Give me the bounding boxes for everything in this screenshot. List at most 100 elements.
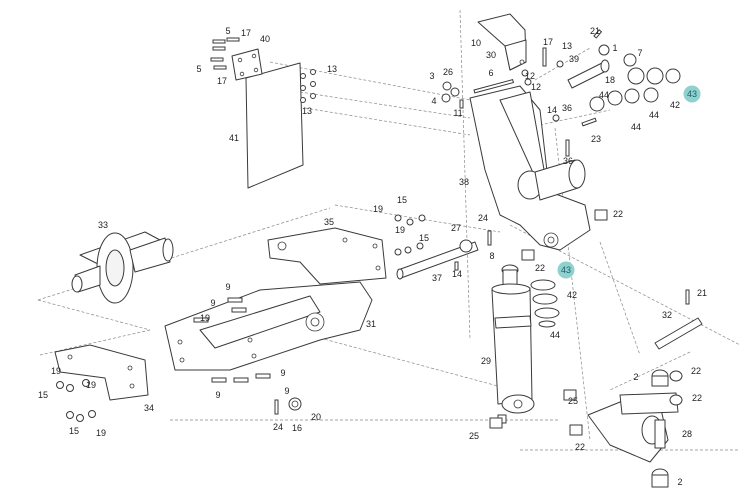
callout-22: 22 bbox=[575, 442, 585, 452]
callout-19: 19 bbox=[86, 380, 96, 390]
callout-37: 37 bbox=[432, 273, 442, 283]
callout-20: 20 bbox=[311, 412, 321, 422]
callout-14: 14 bbox=[547, 105, 557, 115]
callout-2: 2 bbox=[677, 477, 682, 487]
washers-lower bbox=[274, 397, 302, 415]
highlight-badge bbox=[557, 261, 575, 279]
callout-17: 17 bbox=[217, 76, 227, 86]
callout-40: 40 bbox=[260, 34, 270, 44]
callout-22: 22 bbox=[535, 263, 545, 273]
callout-9: 9 bbox=[284, 386, 289, 396]
callout-19: 19 bbox=[96, 428, 106, 438]
callout-25: 25 bbox=[568, 396, 578, 406]
callout-35: 35 bbox=[324, 217, 334, 227]
callout-44: 44 bbox=[631, 122, 641, 132]
callout-19: 19 bbox=[373, 204, 383, 214]
wheel-hub bbox=[71, 231, 174, 304]
long-pin bbox=[394, 214, 492, 280]
callout-5: 5 bbox=[225, 26, 230, 36]
callout-44: 44 bbox=[649, 110, 659, 120]
callout-9: 9 bbox=[215, 390, 220, 400]
callout-36: 36 bbox=[562, 103, 572, 113]
callout-39: 39 bbox=[569, 54, 579, 64]
callout-38: 38 bbox=[459, 177, 469, 187]
callout-32: 32 bbox=[662, 310, 672, 320]
callout-4: 4 bbox=[431, 96, 436, 106]
callout-8: 8 bbox=[489, 251, 494, 261]
callout-22: 22 bbox=[691, 366, 701, 376]
callout-11: 11 bbox=[453, 108, 462, 118]
callout-24: 24 bbox=[273, 422, 283, 432]
callout-13: 13 bbox=[562, 41, 572, 51]
highlighted-callout-43[interactable]: 43 bbox=[683, 85, 701, 103]
callout-34: 34 bbox=[144, 403, 154, 413]
swing-arm bbox=[164, 281, 373, 383]
callout-21: 21 bbox=[590, 26, 600, 36]
callout-31: 31 bbox=[366, 319, 376, 329]
callout-22: 22 bbox=[692, 393, 702, 403]
highlighted-callout-43[interactable]: 43 bbox=[557, 261, 575, 279]
top-cover bbox=[477, 13, 527, 71]
highlight-label: 43 bbox=[687, 89, 697, 99]
callout-24: 24 bbox=[478, 213, 488, 223]
callout-25: 25 bbox=[469, 431, 479, 441]
callout-33: 33 bbox=[98, 220, 108, 230]
callout-21: 21 bbox=[697, 288, 707, 298]
callout-22: 22 bbox=[613, 209, 623, 219]
callout-10: 10 bbox=[471, 38, 481, 48]
callout-23: 23 bbox=[591, 134, 601, 144]
callout-30: 30 bbox=[486, 50, 496, 60]
column-fasteners bbox=[441, 47, 564, 122]
callout-12: 12 bbox=[531, 82, 541, 92]
callout-15: 15 bbox=[38, 390, 48, 400]
pin-and-rings bbox=[565, 29, 681, 157]
callout-42: 42 bbox=[670, 100, 680, 110]
callout-9: 9 bbox=[280, 368, 285, 378]
callout-44: 44 bbox=[550, 330, 560, 340]
highlight-layer: 43 43 bbox=[557, 85, 701, 279]
bracket bbox=[54, 344, 149, 422]
callout-1: 1 bbox=[612, 43, 617, 53]
callout-41: 41 bbox=[229, 133, 239, 143]
callout-42: 42 bbox=[567, 290, 577, 300]
cylinder bbox=[491, 264, 535, 424]
shield-plate bbox=[210, 37, 316, 189]
main-column bbox=[469, 79, 591, 251]
rod-pin bbox=[654, 289, 703, 350]
callout-29: 29 bbox=[481, 356, 491, 366]
callout-44: 44 bbox=[599, 90, 609, 100]
callout-9: 9 bbox=[210, 298, 215, 308]
callout-17: 17 bbox=[543, 37, 553, 47]
callout-6: 6 bbox=[488, 68, 493, 78]
side-plate bbox=[267, 227, 387, 285]
callout-19: 19 bbox=[51, 366, 61, 376]
callout-9: 9 bbox=[225, 282, 230, 292]
callout-19: 19 bbox=[395, 225, 405, 235]
lower-yoke bbox=[489, 209, 683, 488]
callout-3: 3 bbox=[429, 71, 434, 81]
callout-36: 36 bbox=[563, 156, 573, 166]
callout-27: 27 bbox=[451, 223, 461, 233]
callout-19: 19 bbox=[200, 313, 210, 323]
callout-13: 13 bbox=[327, 64, 337, 74]
callout-28: 28 bbox=[682, 429, 692, 439]
callout-2: 2 bbox=[633, 372, 638, 382]
callout-12: 12 bbox=[525, 71, 535, 81]
callout-18: 18 bbox=[605, 75, 615, 85]
callout-17: 17 bbox=[241, 28, 251, 38]
callout-15: 15 bbox=[419, 233, 429, 243]
callout-16: 16 bbox=[292, 423, 302, 433]
callout-15: 15 bbox=[69, 426, 79, 436]
cylinder-seals bbox=[530, 279, 560, 328]
highlight-label: 43 bbox=[561, 265, 571, 275]
callout-14: 14 bbox=[452, 269, 462, 279]
callout-5: 5 bbox=[196, 64, 201, 74]
callout-26: 26 bbox=[443, 67, 453, 77]
callout-13: 13 bbox=[302, 106, 312, 116]
callout-7: 7 bbox=[637, 48, 642, 58]
callout-15: 15 bbox=[397, 195, 407, 205]
highlight-badge bbox=[683, 85, 701, 103]
